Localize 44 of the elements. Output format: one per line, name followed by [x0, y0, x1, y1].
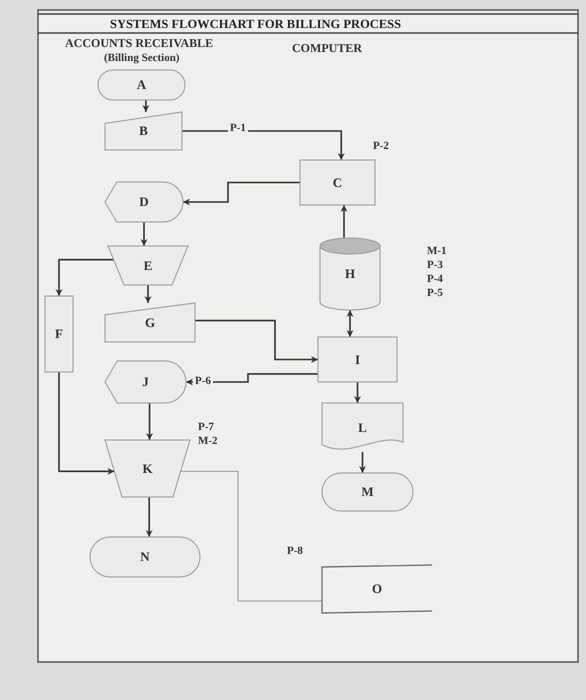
node-label: J: [142, 374, 149, 390]
code-label: P-7: [198, 421, 214, 434]
arrow: [58, 372, 114, 475]
arrow: [195, 320, 318, 363]
code-label: P-2: [373, 140, 389, 152]
code-label: P-8: [287, 545, 303, 558]
node-label: K: [142, 460, 153, 476]
node-label: D: [139, 194, 149, 210]
arrow: [340, 205, 348, 238]
code-label: P-4: [427, 273, 443, 286]
node-label: O: [372, 581, 382, 597]
node-label: I: [354, 352, 360, 368]
node-label: C: [332, 174, 342, 190]
chart-title: SYSTEMS FLOWCHART FOR BILLING PROCESS: [110, 17, 402, 32]
node-label: L: [358, 420, 367, 436]
arrow: [56, 258, 114, 296]
arrow: [146, 403, 154, 440]
arrow: [144, 285, 152, 303]
arrow: [346, 310, 354, 337]
code-label: M-2: [198, 435, 218, 448]
arrow: [146, 497, 153, 537]
node-label: E: [144, 258, 152, 274]
connector-line: [180, 470, 322, 602]
code-label: P-5: [427, 287, 443, 300]
column-heading: ACCOUNTS RECEIVABLE: [65, 37, 214, 50]
node-label: H: [344, 266, 356, 282]
edge-label: P-1: [228, 122, 248, 134]
edge-label: P-6: [193, 375, 213, 387]
node-label: F: [55, 326, 63, 342]
node-label: N: [140, 549, 150, 565]
node-label: G: [144, 314, 156, 330]
code-label: P-3: [427, 259, 443, 272]
arrow: [359, 452, 366, 473]
arrow: [182, 130, 345, 160]
arrow: [140, 222, 148, 246]
arrow: [183, 182, 300, 206]
code-label: M-1: [427, 245, 447, 258]
column-heading: COMPUTER: [292, 42, 362, 56]
node-label: B: [139, 123, 148, 139]
node-label: A: [136, 77, 146, 93]
arrow: [142, 100, 150, 112]
arrow: [354, 382, 361, 403]
node-label: M: [361, 484, 374, 500]
arrow: [186, 373, 318, 386]
